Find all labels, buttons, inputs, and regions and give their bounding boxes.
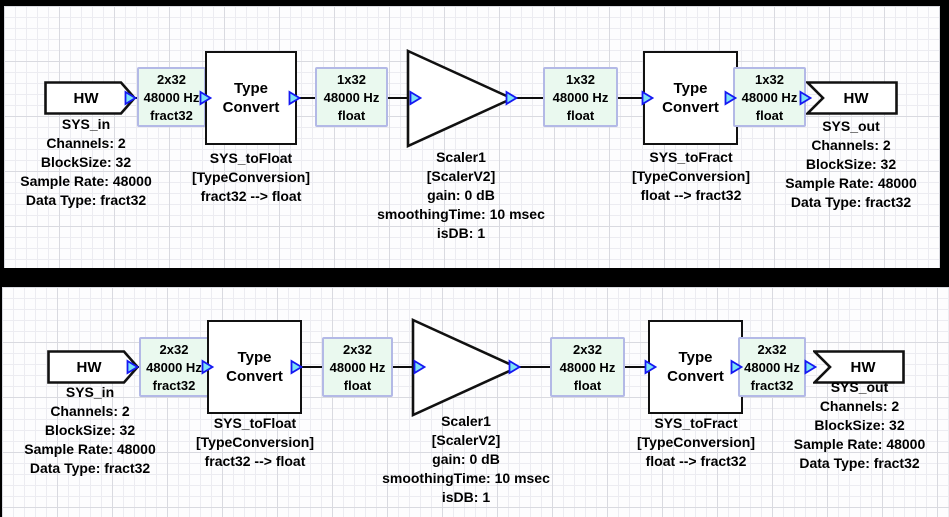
wire-info-label[interactable]: 2x32 48000 Hz fract32 bbox=[137, 67, 206, 127]
wire-info-label[interactable]: 2x32 48000 Hz float bbox=[550, 337, 625, 397]
wire-info-label[interactable]: 2x32 48000 Hz fract32 bbox=[738, 337, 806, 397]
scaler-input-port-icon[interactable] bbox=[413, 359, 426, 375]
design-canvas-bottom[interactable] bbox=[2, 287, 949, 517]
hw-output-block[interactable] bbox=[813, 350, 905, 384]
convert-out-output-port-icon[interactable] bbox=[730, 359, 743, 375]
hw-input-block[interactable] bbox=[47, 350, 139, 384]
type-convert-out-caption: SYS_toFract [TypeConversion] float --> f… bbox=[632, 149, 750, 203]
type-convert-out-block[interactable]: Type Convert bbox=[648, 320, 743, 414]
convert-in-output-port-icon[interactable] bbox=[288, 90, 301, 106]
hw-input-title: HW bbox=[76, 358, 102, 376]
scaler-caption: Scaler1 [ScalerV2] gain: 0 dB smoothingT… bbox=[382, 413, 550, 505]
hw-in-output-port-icon[interactable] bbox=[124, 90, 137, 106]
type-convert-in-block[interactable]: Type Convert bbox=[205, 51, 297, 145]
convert-in-input-port-icon[interactable] bbox=[201, 359, 214, 375]
scaler-input-port-icon[interactable] bbox=[409, 90, 422, 106]
hw-output-block[interactable] bbox=[806, 81, 898, 115]
type-convert-in-block[interactable]: Type Convert bbox=[207, 320, 302, 414]
hw-in-output-port-icon[interactable] bbox=[126, 359, 139, 375]
hw-input-caption: SYS_in Channels: 2 BlockSize: 32 Sample … bbox=[24, 384, 156, 476]
wire-info-label[interactable]: 1x32 48000 Hz float bbox=[315, 67, 388, 127]
wire-info-label[interactable]: 1x32 48000 Hz float bbox=[543, 67, 618, 127]
hw-output-title: HW bbox=[843, 89, 869, 107]
hw-input-caption: SYS_in Channels: 2 BlockSize: 32 Sample … bbox=[20, 116, 152, 208]
scaler-output-port-icon[interactable] bbox=[505, 90, 518, 106]
scaler-caption: Scaler1 [ScalerV2] gain: 0 dB smoothingT… bbox=[377, 149, 545, 241]
hw-output-title: HW bbox=[850, 358, 876, 376]
type-convert-in-caption: SYS_toFloat [TypeConversion] fract32 -->… bbox=[196, 415, 314, 469]
design-canvas-top[interactable] bbox=[4, 6, 940, 268]
type-convert-out-caption: SYS_toFract [TypeConversion] float --> f… bbox=[637, 415, 755, 469]
wire-info-label[interactable]: 2x32 48000 Hz fract32 bbox=[139, 337, 209, 397]
hw-output-caption: SYS_out Channels: 2 BlockSize: 32 Sample… bbox=[785, 118, 917, 210]
convert-out-output-port-icon[interactable] bbox=[724, 90, 737, 106]
wire-info-label[interactable]: 2x32 48000 Hz float bbox=[322, 337, 393, 397]
scaler-block[interactable] bbox=[411, 318, 521, 417]
convert-out-input-port-icon[interactable] bbox=[644, 359, 657, 375]
scaler-block[interactable] bbox=[406, 49, 516, 148]
hw-input-title: HW bbox=[73, 89, 99, 107]
scaler-output-port-icon[interactable] bbox=[508, 359, 521, 375]
convert-in-output-port-icon[interactable] bbox=[290, 359, 303, 375]
hw-out-input-port-icon[interactable] bbox=[804, 359, 817, 375]
convert-out-input-port-icon[interactable] bbox=[641, 90, 654, 106]
convert-in-input-port-icon[interactable] bbox=[199, 90, 212, 106]
hw-out-input-port-icon[interactable] bbox=[799, 90, 812, 106]
hw-input-block[interactable] bbox=[44, 81, 136, 115]
type-convert-in-caption: SYS_toFloat [TypeConversion] fract32 -->… bbox=[192, 150, 310, 204]
hw-output-caption: SYS_out Channels: 2 BlockSize: 32 Sample… bbox=[793, 379, 926, 471]
